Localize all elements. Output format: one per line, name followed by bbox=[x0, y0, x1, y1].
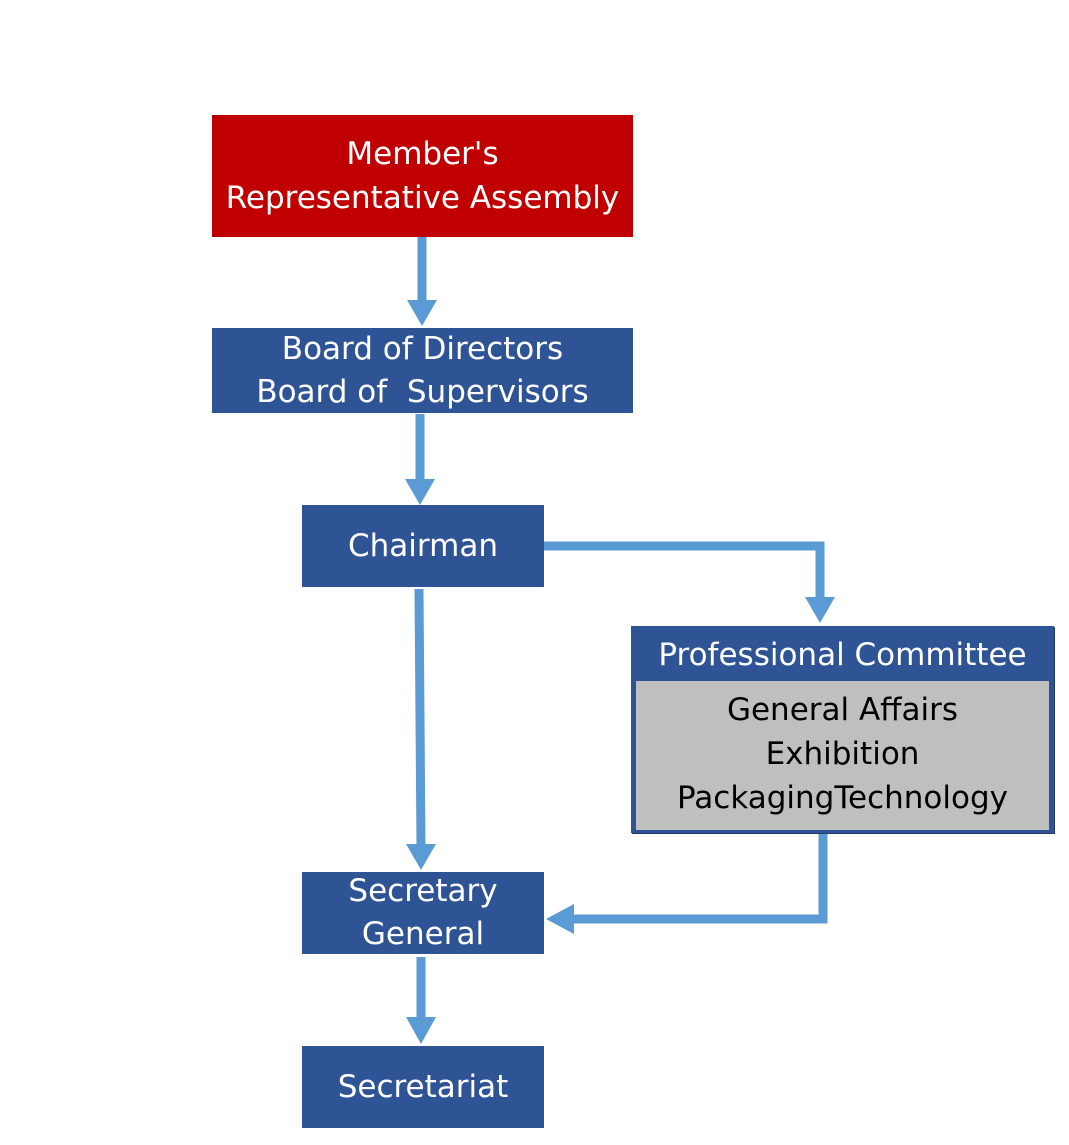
node-label: Chairman bbox=[348, 528, 498, 564]
node-label-line: Member's bbox=[346, 136, 499, 172]
arrowhead-icon bbox=[805, 597, 835, 623]
node-label-line: General bbox=[361, 916, 485, 952]
node-boards: Board of Directors Board of Supervisors bbox=[212, 328, 633, 413]
node-secretary-general: Secretary General bbox=[302, 872, 544, 954]
arrow-committee-to-secretary-general bbox=[570, 833, 828, 924]
node-label-line: Board of Directors bbox=[281, 330, 564, 367]
committee-item: PackagingTechnology bbox=[676, 780, 1008, 816]
node-member-representative-assembly: Member's Representative Assembly bbox=[212, 115, 633, 237]
committee-title: Professional Committee bbox=[658, 637, 1027, 673]
arrowhead-icon bbox=[405, 479, 435, 505]
node-label-line: Representative Assembly bbox=[225, 180, 620, 216]
arrow-chairman-to-secretary-general bbox=[414, 588, 426, 849]
node-chairman: Chairman bbox=[302, 505, 544, 587]
node-label: Secretariat bbox=[337, 1069, 509, 1105]
node-secretariat: Secretariat bbox=[302, 1046, 544, 1128]
arrowhead-icon bbox=[407, 300, 437, 326]
committee-list: General Affairs Exhibition PackagingTech… bbox=[636, 681, 1049, 830]
node-professional-committee: Professional Committee General Affairs E… bbox=[631, 626, 1054, 833]
arrow-chairman-to-committee bbox=[544, 541, 825, 601]
committee-item: General Affairs bbox=[726, 692, 959, 728]
arrowhead-icon bbox=[546, 904, 574, 934]
node-label-line: Board of Supervisors bbox=[256, 373, 589, 410]
arrowhead-icon bbox=[406, 1017, 436, 1044]
committee-item: Exhibition bbox=[765, 736, 920, 772]
node-label-line: Secretary bbox=[348, 873, 498, 909]
arrowhead-icon bbox=[406, 844, 436, 870]
